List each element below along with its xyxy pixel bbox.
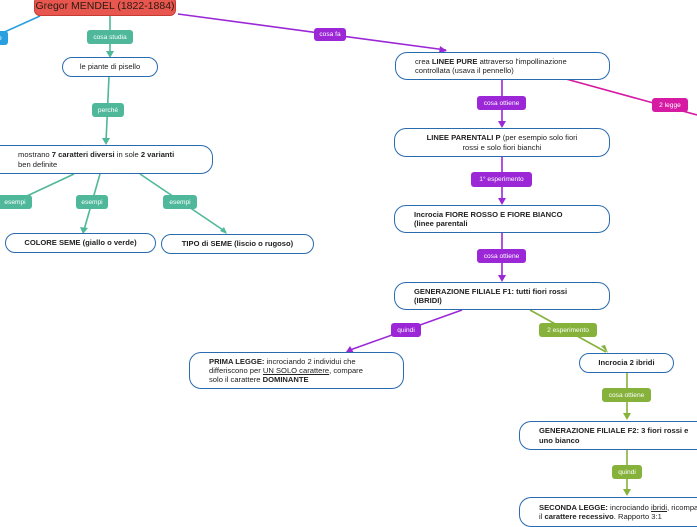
- incrocia-ibridi-text: Incrocia 2 ibridi: [598, 358, 655, 368]
- label-cosa-studia[interactable]: cosa studia: [87, 30, 133, 44]
- node-piante-text: le piante di pisello: [79, 62, 141, 72]
- caratteri-text-a: mostrano: [18, 150, 52, 160]
- node-linee-parentali[interactable]: LINEE PARENTALI P (per esempio solo fior…: [394, 128, 610, 157]
- label-perche[interactable]: perché: [92, 103, 124, 117]
- seconda-legge-text-f: carattere recessivo: [544, 512, 614, 522]
- node-generazione-f2[interactable]: GENERAZIONE FILIALE F2: 3 fiori rossi e …: [519, 421, 697, 450]
- caratteri-text-b: 7 caratteri diversi: [51, 150, 115, 160]
- label-cosa-ottiene-1[interactable]: cosa ottiene: [477, 96, 526, 110]
- label-cut-left[interactable]: è: [0, 31, 8, 45]
- linee-pure-text-b: LINEE PURE: [431, 56, 478, 66]
- prima-legge-text-e: , compare: [329, 365, 363, 375]
- seconda-legge-text-b: incrociando: [607, 503, 651, 512]
- caratteri-text-d: 2 varianti: [140, 150, 175, 160]
- label-esempi-2[interactable]: esempi: [76, 195, 108, 209]
- prima-legge-text-f: solo il carattere: [209, 375, 263, 385]
- node-tipo-seme[interactable]: TIPO di SEME (liscio o rugoso): [161, 234, 314, 254]
- node-incrocia-fiori[interactable]: Incrocia FIORE ROSSO E FIORE BIANCO (lin…: [394, 205, 610, 233]
- label-2-legge[interactable]: 2 legge: [652, 98, 688, 112]
- label-primo-esperimento[interactable]: 1° esperimento: [471, 172, 532, 187]
- prima-legge-text-c: differiscono per: [209, 365, 263, 375]
- seconda-legge-text-c: ibridi: [650, 503, 668, 512]
- node-caratteri[interactable]: mostrano 7 caratteri diversi in sole 2 v…: [0, 145, 213, 174]
- node-prima-legge[interactable]: PRIMA LEGGE: incrociando 2 individui che…: [189, 352, 404, 389]
- caratteri-text-line2: ben definite: [18, 159, 58, 169]
- seconda-legge-text-d: , ricompare: [667, 503, 697, 512]
- caratteri-text-c: in sole: [114, 150, 141, 160]
- node-linee-pure[interactable]: crea LINEE PURE attraverso l'impollinazi…: [395, 52, 610, 80]
- label-cosa-ottiene-2[interactable]: cosa ottiene: [477, 249, 526, 263]
- tipo-seme-text: TIPO di SEME (liscio o rugoso): [181, 239, 294, 249]
- prima-legge-text-b: incrociando 2 individui che: [264, 356, 356, 366]
- linee-pure-text-c: attraverso l'impollinazione: [477, 56, 567, 66]
- node-piante-pisello[interactable]: le piante di pisello: [62, 57, 158, 77]
- label-quindi-2[interactable]: quindi: [612, 465, 642, 479]
- parentali-text-line2: rossi e solo fiori bianchi: [462, 142, 542, 152]
- label-esempi-1[interactable]: esempi: [0, 195, 32, 209]
- parentali-text-b: (per esempio solo fiori: [500, 133, 578, 143]
- prima-legge-text-d: UN SOLO carattere: [262, 365, 330, 375]
- prima-legge-text-a: PRIMA LEGGE:: [209, 356, 265, 366]
- f1-text-line2: (IBRIDI): [414, 296, 442, 305]
- node-seconda-legge[interactable]: SECONDA LEGGE: incrociando ibridi, ricom…: [519, 497, 697, 527]
- root-topic-mendel[interactable]: Gregor MENDEL (1822-1884): [34, 0, 176, 16]
- node-generazione-f1[interactable]: GENERAZIONE FILIALE F1: tutti fiori ross…: [394, 282, 610, 310]
- label-esempi-3[interactable]: esempi: [163, 195, 197, 209]
- prima-legge-text-g: DOMINANTE: [262, 375, 309, 385]
- seconda-legge-text-a: SECONDA LEGGE:: [539, 503, 608, 512]
- label-quindi-1[interactable]: quindi: [391, 323, 421, 337]
- colore-seme-text: COLORE SEME (giallo o verde): [24, 238, 137, 248]
- incrocia-text-line2: (linee parentali: [414, 219, 468, 228]
- f1-text-line1: GENERAZIONE FILIALE F1: tutti fiori ross…: [414, 286, 568, 296]
- node-incrocia-ibridi[interactable]: Incrocia 2 ibridi: [579, 353, 674, 373]
- label-cosa-ottiene-3[interactable]: cosa ottiene: [602, 388, 651, 402]
- incrocia-text-line1: Incrocia FIORE ROSSO E FIORE BIANCO: [414, 209, 563, 219]
- seconda-legge-text-g: . Rapporto 3:1: [613, 512, 662, 522]
- f2-text-line1: GENERAZIONE FILIALE F2: 3 fiori rossi e: [539, 426, 689, 436]
- linee-pure-text-line2: controllata (usava il pennello): [415, 66, 514, 75]
- label-cosa-fa[interactable]: cosa fa: [314, 28, 346, 41]
- f2-text-line2: uno bianco: [539, 435, 580, 445]
- parentali-text-a: LINEE PARENTALI P: [426, 133, 501, 143]
- linee-pure-text-a: crea: [415, 56, 432, 66]
- node-colore-seme[interactable]: COLORE SEME (giallo o verde): [5, 233, 156, 253]
- label-secondo-esperimento[interactable]: 2 esperimento: [539, 323, 597, 337]
- seconda-legge-text-e: il: [539, 512, 545, 522]
